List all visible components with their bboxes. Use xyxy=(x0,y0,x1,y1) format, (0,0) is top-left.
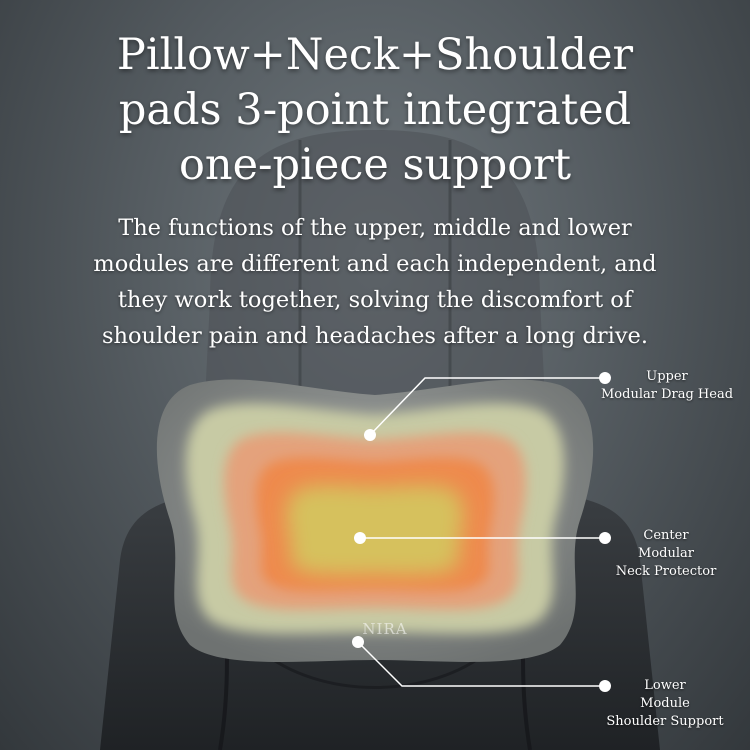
callout-label-upper: Upper Modular Drag Head xyxy=(592,368,742,404)
callout-dot-center-start xyxy=(354,532,366,544)
callout-text: Neck Protector xyxy=(615,564,717,579)
callout-label-center: Center Modular Neck Protector xyxy=(606,527,726,581)
brand-logo: NIRA xyxy=(362,620,408,638)
title-line: pads 3-point integrated xyxy=(118,85,632,135)
callout-line-upper xyxy=(369,377,605,436)
callout-text: Module xyxy=(640,696,690,711)
title-line: Pillow+Neck+Shoulder xyxy=(116,30,634,80)
zone-core xyxy=(286,485,464,575)
callout-text: Upper xyxy=(646,369,688,384)
callout-text: Lower xyxy=(644,678,686,693)
description-line: they work together, solving the discomfo… xyxy=(117,287,633,313)
seat-headrest xyxy=(205,130,545,400)
callout-text: Shoulder Support xyxy=(606,714,724,729)
callout-text: Modular Drag Head xyxy=(600,387,734,402)
callout-dot-upper-start xyxy=(364,429,376,441)
callout-text: Modular xyxy=(638,546,694,561)
callout-text: Center xyxy=(643,528,689,543)
description-line: The functions of the upper, middle and l… xyxy=(118,215,632,241)
callout-dot-center-end xyxy=(599,532,611,544)
page-title: Pillow+Neck+Shoulder pads 3-point integr… xyxy=(20,28,730,193)
title-line: one-piece support xyxy=(178,140,572,190)
callout-dot-upper-end xyxy=(599,372,611,384)
callout-line-lower xyxy=(357,641,605,687)
callout-label-lower: Lower Module Shoulder Support xyxy=(598,677,732,731)
callout-dot-lower-start xyxy=(352,636,364,648)
callout-dot-lower-end xyxy=(599,680,611,692)
description: The functions of the upper, middle and l… xyxy=(30,210,720,354)
description-line: modules are different and each independe… xyxy=(93,251,657,277)
description-line: shoulder pain and headaches after a long… xyxy=(101,323,649,349)
